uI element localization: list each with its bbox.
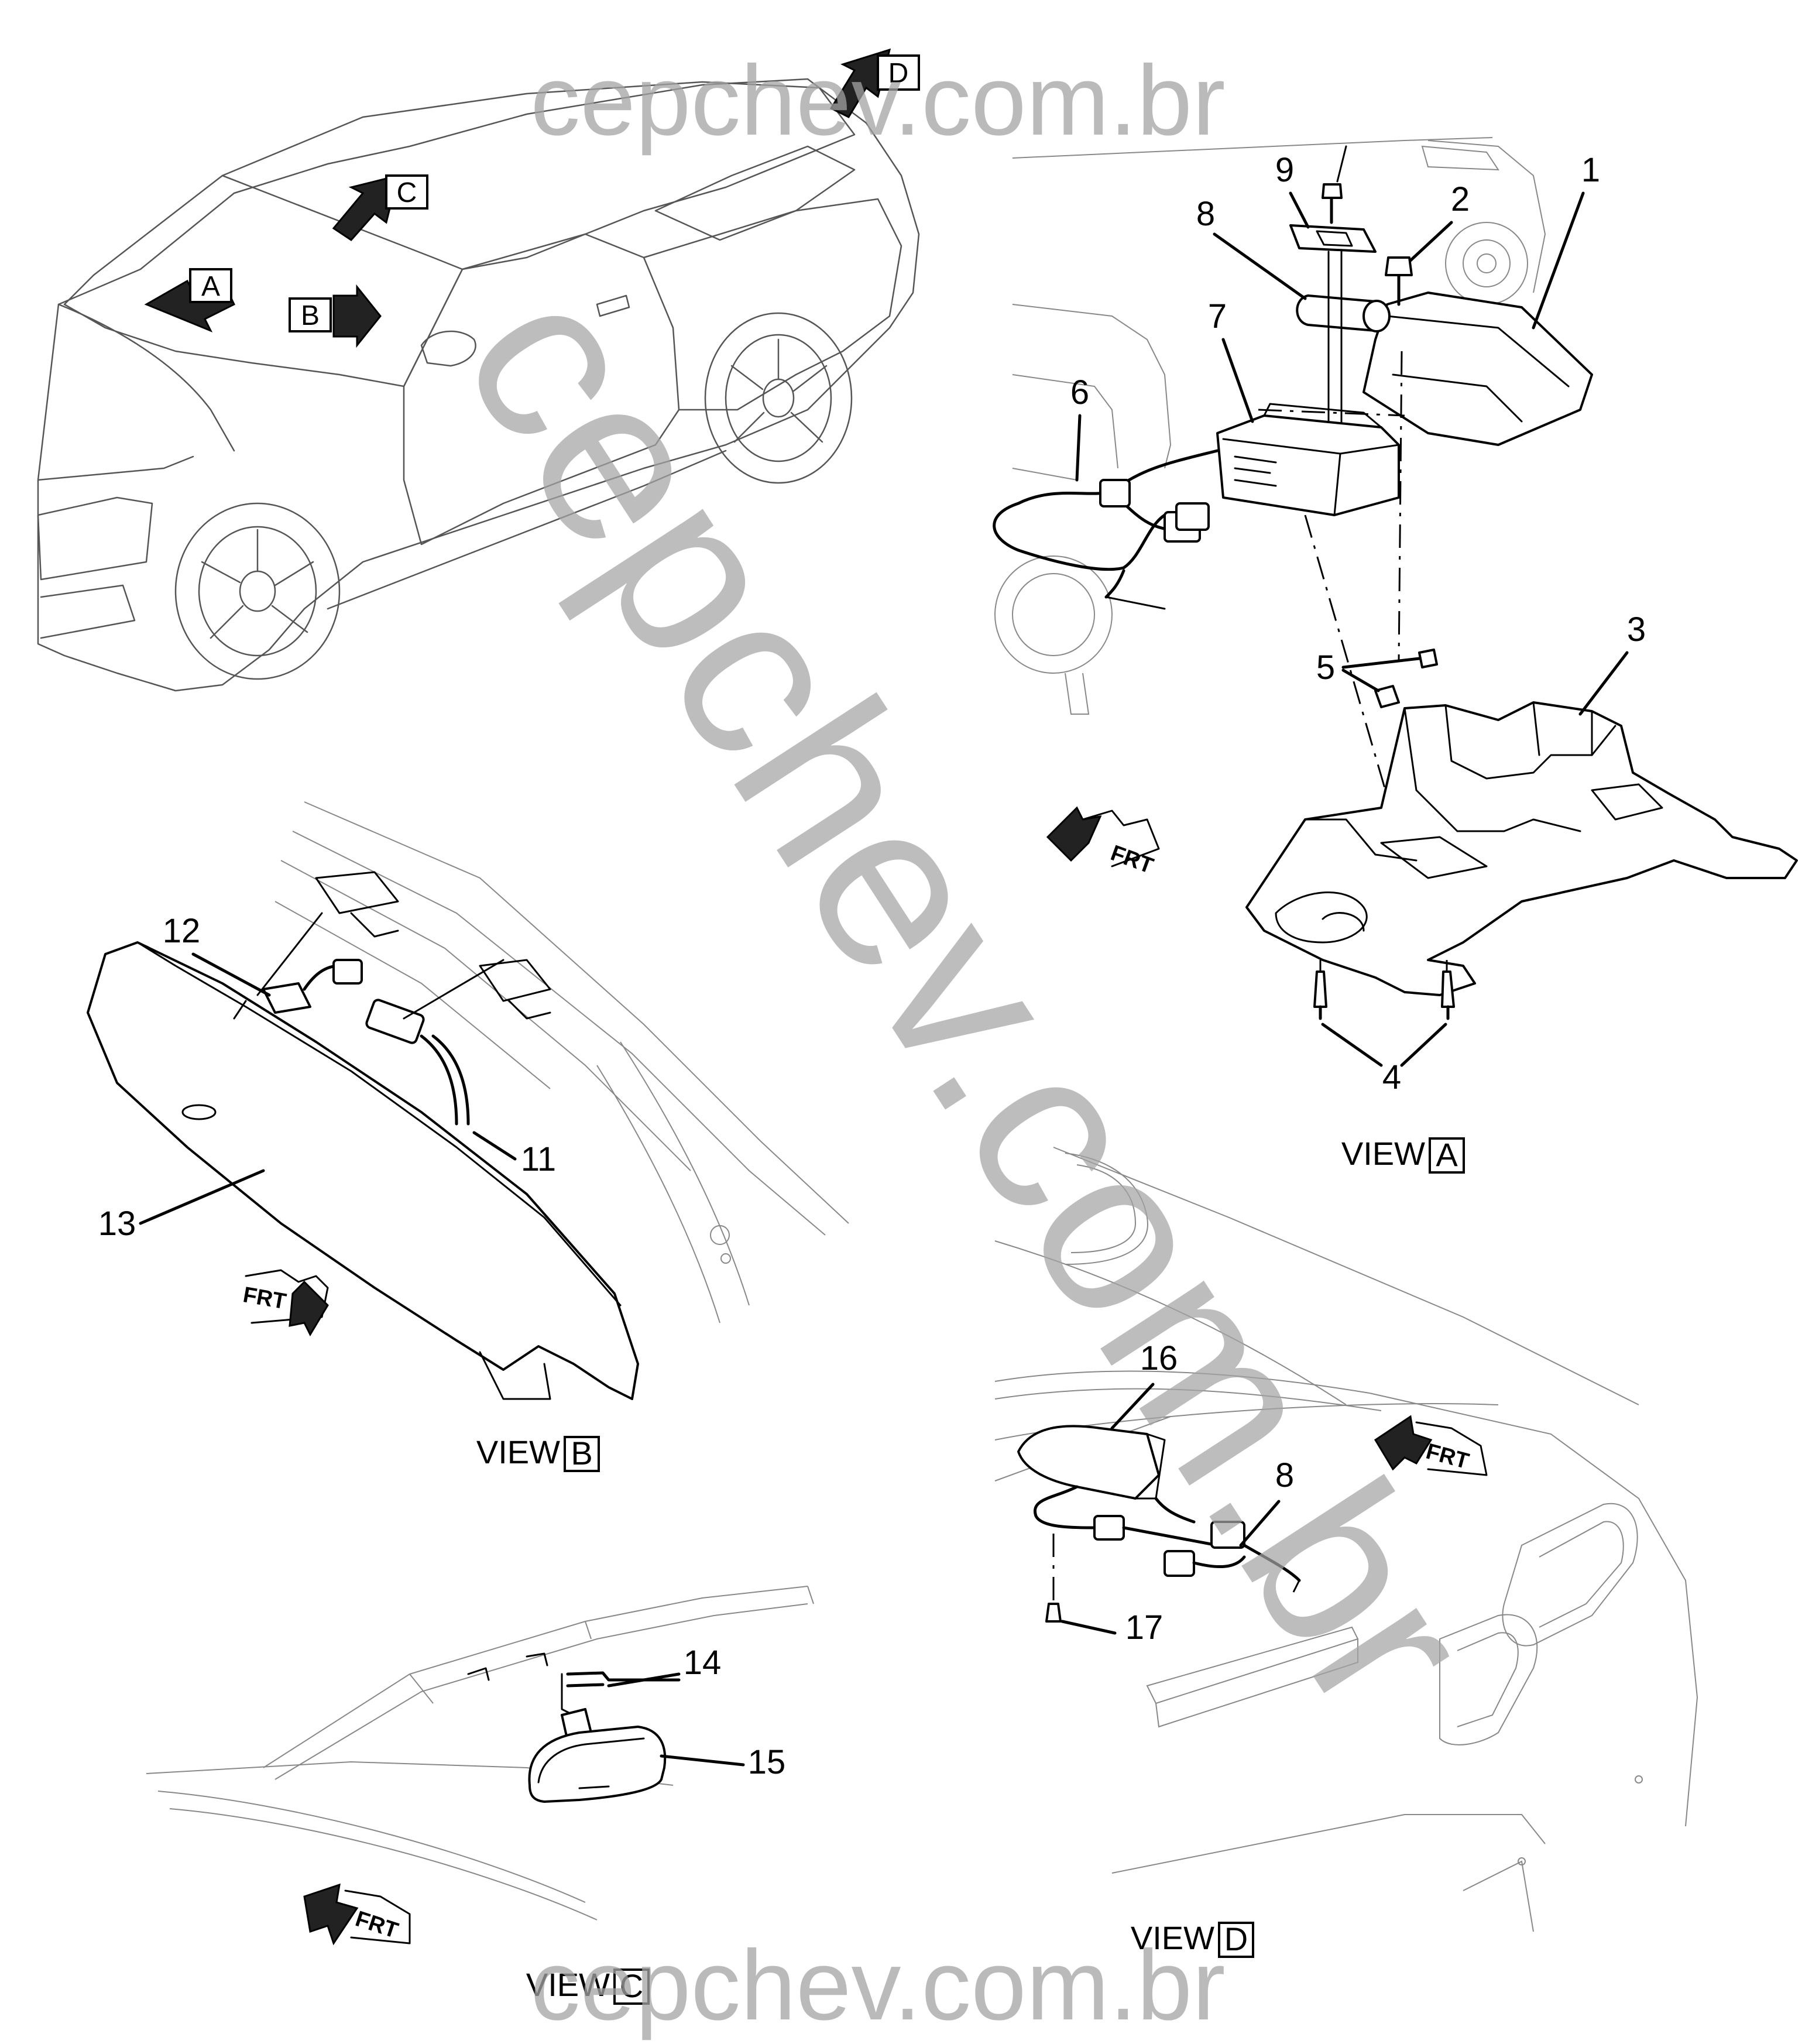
callout-8: 8 bbox=[1196, 195, 1215, 233]
callout-7: 7 bbox=[1208, 297, 1227, 335]
view-c-label: VIEW C bbox=[526, 1966, 650, 2005]
frt-label-view-b: FRT bbox=[241, 1282, 288, 1314]
frt-arrow-view-b: FRT bbox=[241, 1269, 329, 1337]
view-c-drawing bbox=[146, 1586, 814, 1920]
watermark-top: cepchev.com.br bbox=[530, 45, 1225, 156]
view-b-drawing bbox=[87, 801, 849, 1400]
view-arrow-a-label: A bbox=[201, 271, 220, 302]
view-b-callouts: 12 11 13 bbox=[98, 912, 556, 1243]
view-a-letter: A bbox=[1436, 1136, 1458, 1173]
callout-3: 3 bbox=[1627, 611, 1646, 649]
view-d-label: VIEW D bbox=[1131, 1919, 1254, 1958]
view-b-label: VIEW B bbox=[476, 1433, 600, 1472]
view-arrow-d: D bbox=[829, 48, 920, 118]
callout-2: 2 bbox=[1451, 180, 1470, 218]
view-c-callouts: 14 15 bbox=[607, 1644, 786, 1781]
view-c-letter: C bbox=[620, 1967, 643, 2004]
view-a-drawing bbox=[993, 137, 1798, 1020]
callout-8-view-d: 8 bbox=[1275, 1456, 1294, 1494]
view-d-word: VIEW bbox=[1131, 1919, 1214, 1956]
callout-16: 16 bbox=[1140, 1339, 1178, 1377]
view-arrow-b-label: B bbox=[301, 300, 320, 331]
frt-arrow-view-c: FRT bbox=[303, 1883, 411, 1946]
view-d-letter: D bbox=[1224, 1920, 1248, 1957]
view-a-label: VIEW A bbox=[1341, 1135, 1465, 1174]
callout-13: 13 bbox=[98, 1205, 136, 1243]
callout-9: 9 bbox=[1275, 151, 1294, 189]
frt-arrow-view-a: FRT bbox=[1046, 806, 1160, 879]
callout-12: 12 bbox=[163, 912, 201, 950]
callout-1: 1 bbox=[1581, 151, 1600, 189]
callout-17: 17 bbox=[1125, 1609, 1164, 1647]
callout-11: 11 bbox=[521, 1140, 556, 1178]
callout-6: 6 bbox=[1070, 373, 1089, 411]
watermark-bottom: cepchev.com.br bbox=[530, 1930, 1225, 2041]
view-arrow-c-label: C bbox=[397, 177, 417, 208]
frt-label-view-a: FRT bbox=[1107, 841, 1156, 879]
view-b-letter: B bbox=[571, 1435, 592, 1472]
view-a-word: VIEW bbox=[1341, 1135, 1425, 1172]
view-b-word: VIEW bbox=[476, 1433, 560, 1470]
view-arrow-c: C bbox=[332, 174, 428, 241]
view-arrow-a: A bbox=[144, 268, 235, 332]
callout-14: 14 bbox=[684, 1644, 722, 1682]
vehicle-overview bbox=[37, 78, 920, 692]
callout-5: 5 bbox=[1316, 649, 1335, 687]
view-a-callouts: 1 2 3 4 5 6 7 8 9 bbox=[1070, 151, 1646, 1096]
view-c-word: VIEW bbox=[526, 1966, 610, 2003]
view-arrow-d-label: D bbox=[888, 58, 909, 89]
callout-15: 15 bbox=[748, 1743, 786, 1781]
view-arrow-b: B bbox=[289, 284, 382, 348]
view-d-callouts: 16 8 17 bbox=[1060, 1339, 1294, 1647]
view-d-drawing bbox=[994, 1147, 1698, 1932]
callout-4: 4 bbox=[1382, 1058, 1401, 1096]
